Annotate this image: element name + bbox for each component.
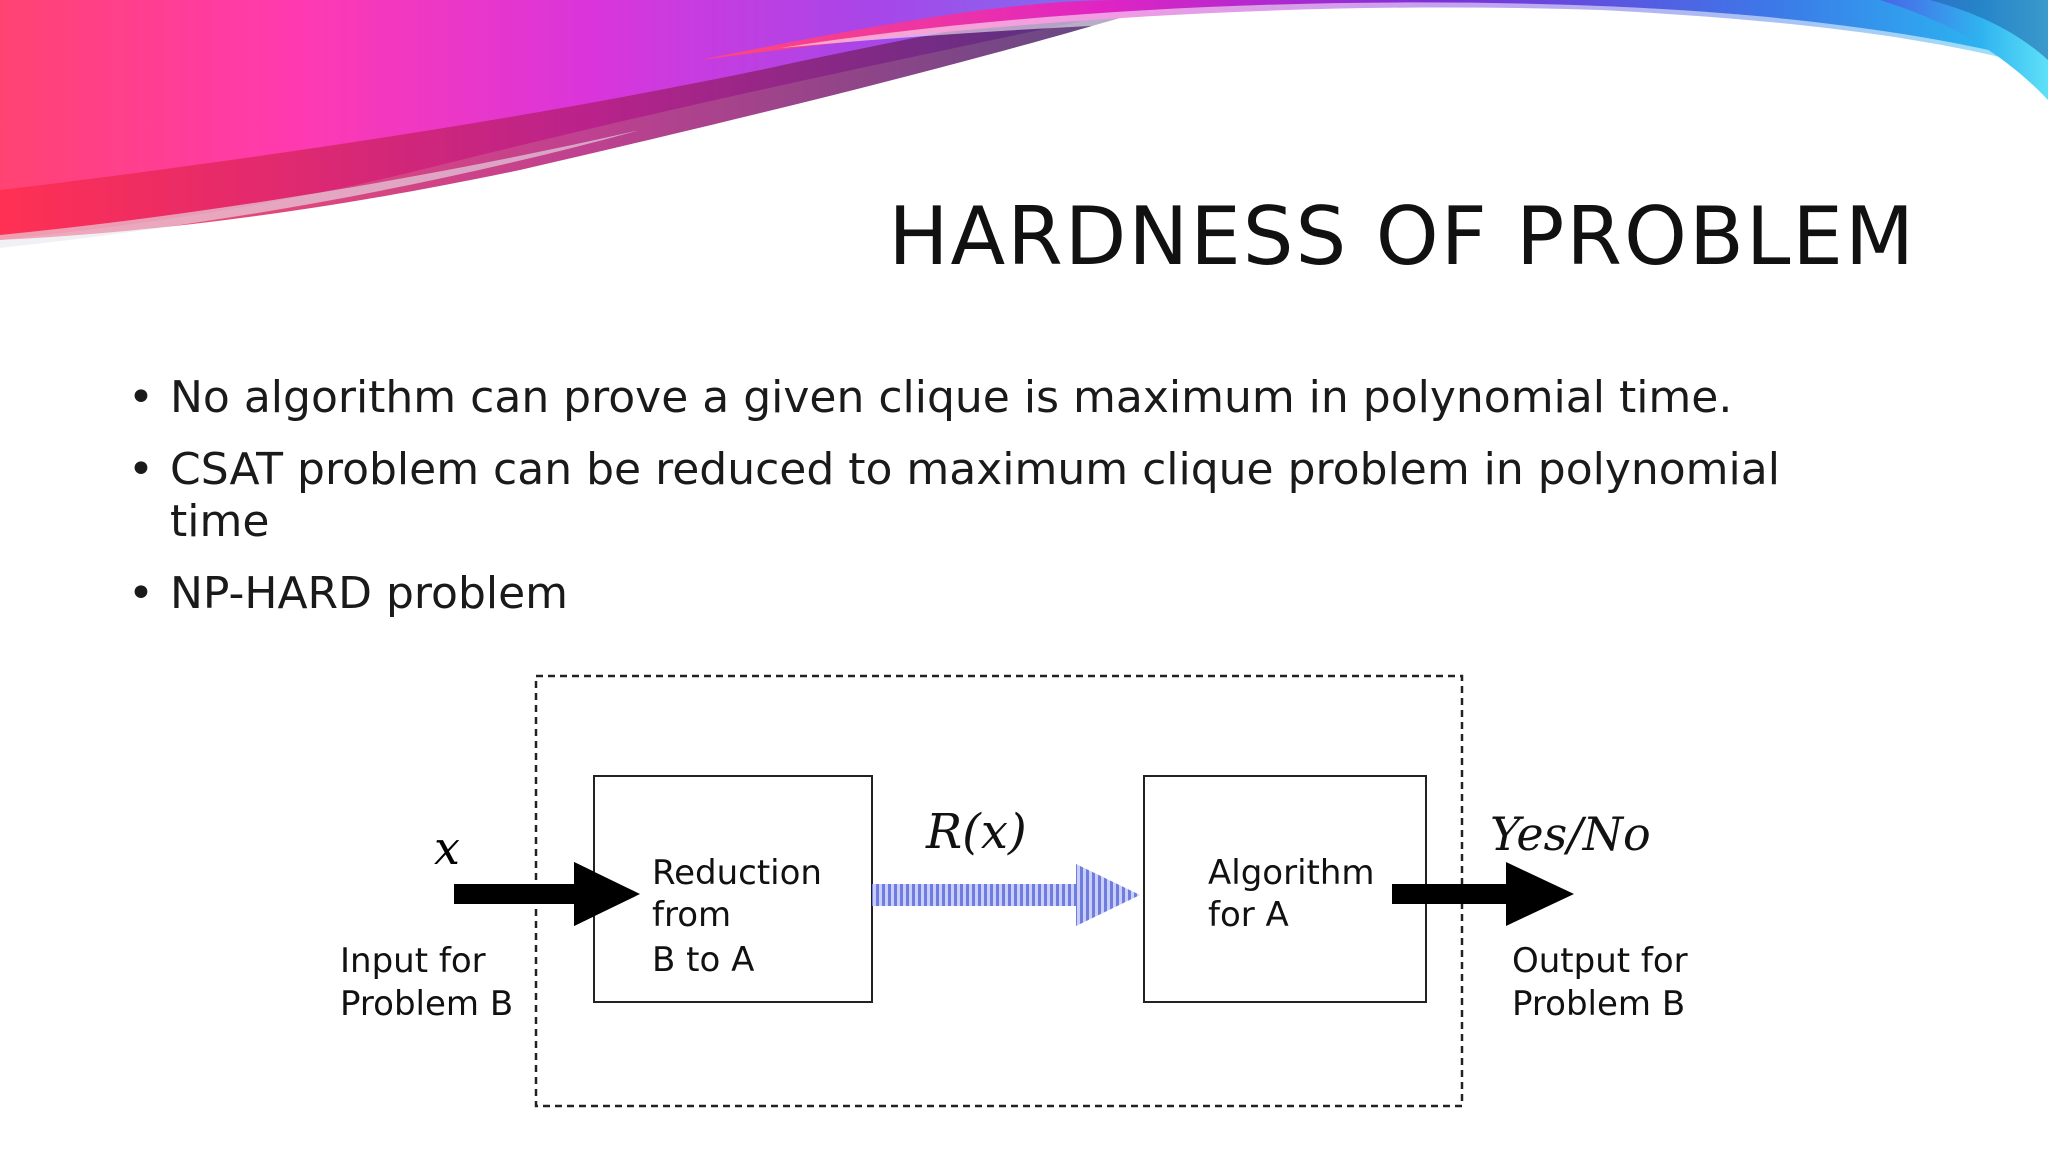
reduction-label-line2: from (652, 895, 731, 935)
output-symbol: Yes/No (1490, 807, 1651, 861)
algorithm-box (1143, 775, 1427, 1003)
bullet-item: • NP-HARD problem (128, 568, 1948, 620)
mapping-label: R(x) (925, 804, 1027, 860)
reduction-label-line1: Reduction (652, 853, 822, 893)
bullet-text: CSAT problem can be reduced to maximum c… (170, 444, 1780, 547)
mapping-arrow (872, 864, 1140, 926)
bullet-item: • No algorithm can prove a given clique … (128, 372, 1948, 424)
input-arrow-head (574, 862, 640, 926)
bullet-text: NP-HARD problem (170, 568, 569, 619)
bullet-item: • CSAT problem can be reduced to maximum… (128, 444, 1948, 548)
input-symbol: x (434, 821, 460, 875)
header-ribbon-graphic (0, 0, 2048, 248)
input-label-line1: Input for (340, 941, 486, 981)
slide-title: HARDNESS OF PROBLEM (888, 190, 1916, 283)
output-arrow (1392, 862, 1574, 926)
reduction-diagram: x Input for Problem B Reduction from B t… (340, 674, 1688, 1108)
output-label-line1: Output for (1512, 941, 1688, 981)
bullet-list: • No algorithm can prove a given clique … (128, 372, 1948, 640)
bullet-marker: • (128, 372, 154, 423)
output-label-line2: Problem B (1512, 984, 1685, 1024)
bullet-marker: • (128, 568, 154, 619)
bullet-text: No algorithm can prove a given clique is… (170, 372, 1733, 423)
reduction-label-line3: B to A (652, 940, 754, 980)
algorithm-label-line2: for A (1208, 895, 1289, 935)
input-label-line2: Problem B (340, 984, 513, 1024)
bullet-marker: • (128, 444, 154, 495)
algorithm-label-line1: Algorithm (1208, 853, 1375, 893)
